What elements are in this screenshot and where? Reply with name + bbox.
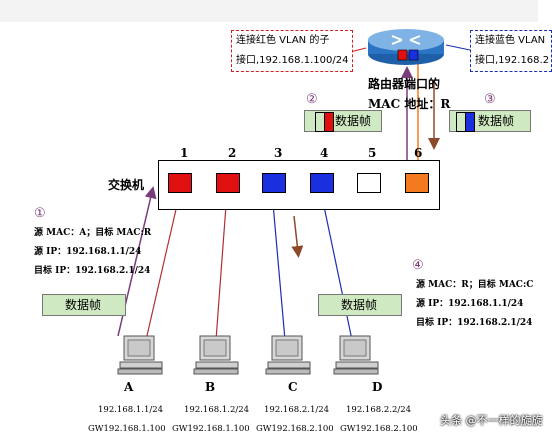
- red-vlan-callout: 连接红色 VLAN 的子 接口,192.168.1.100/24: [231, 30, 354, 72]
- port-number-6: 6: [414, 146, 423, 160]
- pc-d-ip: 192.168.2.2/24: [346, 405, 412, 415]
- frame-info-4: 源 MAC：R；目标 MAC:C 源 IP：192.168.1.1/24 目标 …: [416, 276, 533, 333]
- blue-callout-line1: 连接蓝色 VLAN: [475, 35, 546, 46]
- info4-dst-ip: 目标 IP：192.168.2.1/24: [416, 318, 533, 328]
- pc-b-gateway: GW192.168.1.100: [172, 424, 250, 434]
- link-pc-c: [271, 191, 286, 341]
- red-callout-line2: 接口,192.168.1.100/24: [236, 55, 349, 66]
- pc-b-ip: 192.168.1.2/24: [184, 405, 250, 415]
- port-number-5: 5: [368, 146, 377, 160]
- info1-mac: 源 MAC：A；目标 MAC:R: [34, 228, 152, 238]
- link-pc-b: [215, 191, 228, 341]
- router-mac-label: 路由器端口的 MAC 地址：R: [368, 77, 451, 111]
- switch-label: 交换机: [108, 178, 145, 192]
- switch-port-5: [357, 173, 381, 193]
- port-number-3: 3: [274, 146, 283, 160]
- info1-src-ip: 源 IP：192.168.1.1/24: [34, 247, 142, 257]
- switch-box: [158, 160, 440, 210]
- data-frame-4: 数据帧: [318, 294, 402, 316]
- switch-port-3: [262, 173, 286, 193]
- switch-port-4: [310, 173, 334, 193]
- top-band: [0, 0, 538, 22]
- pc-d-icon: [333, 335, 379, 375]
- pc-a-ip: 192.168.1.1/24: [98, 405, 164, 415]
- info4-mac: 源 MAC：R；目标 MAC:C: [416, 280, 534, 290]
- switch-port-2: [216, 173, 240, 193]
- pc-c-icon: [265, 335, 311, 375]
- red-callout-line1: 连接红色 VLAN 的子: [236, 35, 330, 46]
- port-number-2: 2: [228, 146, 237, 160]
- port-number-4: 4: [320, 146, 329, 160]
- pc-d-label: D: [372, 380, 383, 394]
- link-pc-a: [145, 191, 181, 341]
- step-4-marker: ④: [412, 258, 424, 273]
- connection-lines: [117, 44, 471, 341]
- switch-port-6: [405, 173, 429, 193]
- step-3-marker: ③: [484, 92, 496, 107]
- pc-a-gateway: GW192.168.1.100: [88, 424, 166, 434]
- link-pc-d: [320, 191, 353, 341]
- pc-b-label: B: [205, 380, 216, 394]
- pc-c-ip: 192.168.2.1/24: [264, 405, 330, 415]
- step-2-marker: ②: [306, 92, 318, 107]
- blue-callout-line2: 接口,192.168.2: [475, 55, 550, 66]
- pc-b-icon: [193, 335, 239, 375]
- info1-dst-ip: 目标 IP：192.168.2.1/24: [34, 266, 151, 276]
- pc-a-label: A: [124, 380, 134, 394]
- router-icon: [368, 29, 444, 65]
- pc-c-label: C: [288, 380, 298, 394]
- frame-info-1: 源 MAC：A；目标 MAC:R 源 IP：192.168.1.1/24 目标 …: [34, 224, 151, 281]
- watermark: 头条 @不一样的旋旋: [440, 414, 543, 427]
- pc-a-icon: [117, 335, 163, 375]
- data-frame-2: 数据帧: [304, 110, 382, 132]
- pc-d-gateway: GW192.168.2.100: [340, 424, 418, 434]
- switch-port-1: [168, 173, 192, 193]
- data-frame-3: 数据帧: [449, 110, 531, 132]
- pc-c-gateway: GW192.168.2.100: [256, 424, 334, 434]
- port-number-1: 1: [180, 146, 189, 160]
- blue-vlan-callout: 连接蓝色 VLAN 接口,192.168.2: [470, 30, 552, 72]
- step-1-marker: ①: [34, 206, 46, 221]
- callout-connector-blue: [445, 44, 471, 51]
- arrow-switch-to-c: [291, 215, 304, 258]
- data-frame-1: 数据帧: [42, 294, 126, 316]
- info4-src-ip: 源 IP：192.168.1.1/24: [416, 299, 524, 309]
